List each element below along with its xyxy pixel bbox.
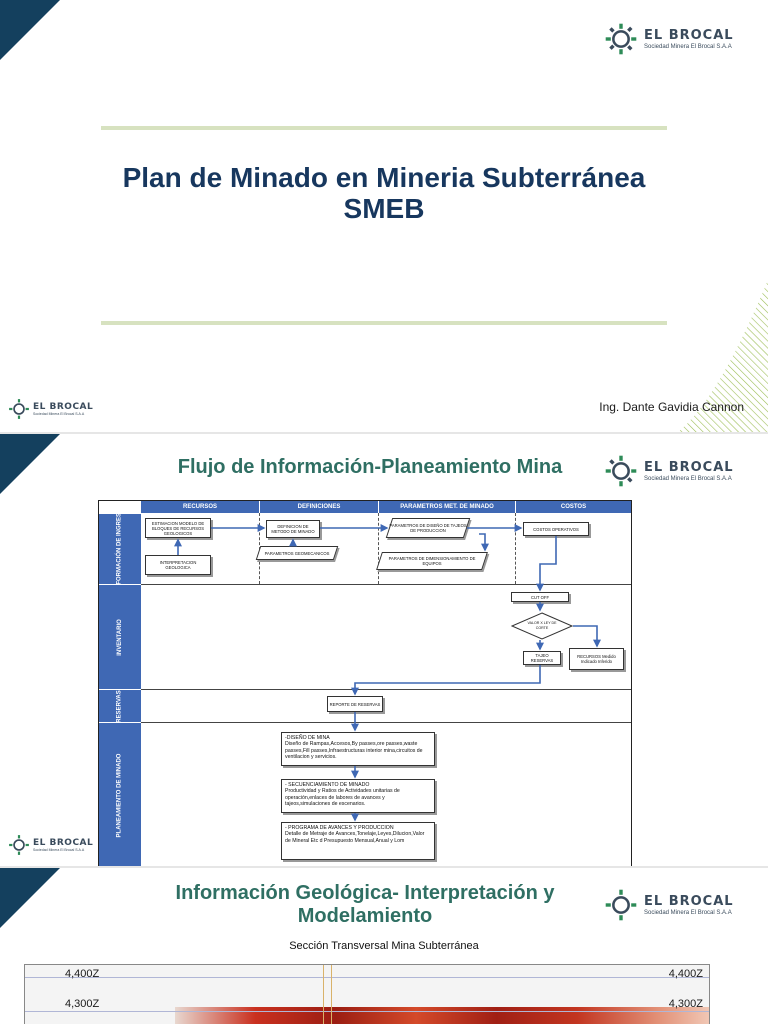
slide-geology: Información Geológica- Interpretación y … xyxy=(0,866,768,1024)
column-header-recursos: RECURSOS xyxy=(141,501,259,513)
title-line-1: Plan de Minado en Mineria Subterránea xyxy=(122,162,646,193)
gear-logo-icon xyxy=(605,455,637,487)
node-recursos: RECURSOS Medido Indicado Inferido xyxy=(569,648,624,670)
column-header-definiciones: DEFINICIONES xyxy=(260,501,378,513)
node-costos: COSTOS OPERATIVOS xyxy=(523,522,589,536)
level-label-right: 4,300Z xyxy=(668,998,703,1010)
logo-subtitle: Sociedad Minera El Brocal S.A.A xyxy=(644,910,732,916)
node-programa: - PROGRAMA DE AVANCES Y PRODUCCION Detal… xyxy=(281,822,435,860)
flowchart: RECURSOS DEFINICIONES PARAMETROS MET. DE… xyxy=(98,500,632,866)
slide-title: EL BROCAL Sociedad Minera El Brocal S.A.… xyxy=(0,0,768,432)
lane-inventario: INVENTARIO xyxy=(99,585,141,689)
node-valor-diamond xyxy=(511,612,573,640)
title-line-2: SMEB xyxy=(343,193,425,224)
author-name: Ing. Dante Gavidia Cannon xyxy=(599,400,744,414)
grid-line xyxy=(323,965,324,1024)
node-diseno-mina: -DISEÑO DE MINA Diseño de Rampas,Accesos… xyxy=(281,732,435,766)
node-valor: VALOR X LEY DE CORTE xyxy=(527,621,557,630)
column-header-costos: COSTOS xyxy=(516,501,631,513)
level-line xyxy=(25,977,709,978)
corner-decoration xyxy=(0,868,60,928)
node-reporte: REPORTE DE RESERVAS xyxy=(327,696,383,712)
footer-logo: EL BROCAL Sociedad Minera El Brocal S.A.… xyxy=(8,398,93,420)
gear-logo-icon xyxy=(9,835,29,855)
logo-name: EL BROCAL xyxy=(33,838,94,848)
logo-name: EL BROCAL xyxy=(644,460,734,475)
page-title: Plan de Minado en Mineria Subterránea SM… xyxy=(0,162,768,224)
logo-name: EL BROCAL xyxy=(33,402,94,412)
ore-body xyxy=(175,1007,709,1024)
node-secuenciamiento: - SECUENCIAMIENTO DE MINADO Productivida… xyxy=(281,779,435,813)
section-subtitle: Sección Transversal Mina Subterránea xyxy=(289,940,479,952)
column-header-parametros: PARAMETROS MET. DE MINADO xyxy=(379,501,515,513)
footer-logo: EL BROCAL Sociedad Minera El Brocal S.A.… xyxy=(8,834,93,856)
logo-subtitle: Sociedad Minera El Brocal S.A.A xyxy=(33,412,85,416)
slide-title: Información Geológica- Interpretación y … xyxy=(175,882,555,927)
column-divider xyxy=(378,513,379,584)
top-divider xyxy=(101,126,667,130)
node-geomecanicos: PARAMETROS GEOMECANICOS xyxy=(258,546,336,560)
column-divider xyxy=(515,513,516,584)
node-cutoff: CUT OFF xyxy=(511,592,569,602)
gear-logo-icon xyxy=(605,889,637,921)
corner-decoration xyxy=(0,0,60,60)
level-label-left: 4,300Z xyxy=(65,998,100,1010)
slide-title: Flujo de Información-Planeamiento Mina xyxy=(177,456,563,478)
lane-divider xyxy=(141,722,631,723)
node-definicion: DEFINICION DE METODO DE MINADO xyxy=(266,520,320,538)
lane-divider xyxy=(141,689,631,690)
bottom-divider xyxy=(101,321,667,325)
grid-line xyxy=(331,965,332,1024)
level-label-right: 4,400Z xyxy=(668,968,703,980)
node-diseno-tajeos: PARAMETROS DE DISEÑO DE TAJEOS DE PRODUC… xyxy=(389,518,467,538)
lane-reservas: RESERVAS xyxy=(99,690,141,722)
slide-flowchart: Flujo de Información-Planeamiento Mina E… xyxy=(0,432,768,866)
el-brocal-logo: EL BROCAL Sociedad Minera El Brocal S.A.… xyxy=(604,888,734,922)
lane-planeamiento: PLANEAMIENTO DE MINADO xyxy=(99,723,141,866)
corner-decoration xyxy=(0,434,60,494)
logo-name: EL BROCAL xyxy=(644,894,734,909)
hatch-decoration xyxy=(678,280,768,432)
gear-logo-icon xyxy=(605,23,637,55)
lane-divider xyxy=(141,584,631,585)
logo-subtitle: Sociedad Minera El Brocal S.A.A xyxy=(33,848,85,852)
logo-subtitle: Sociedad Minera El Brocal S.A.A xyxy=(644,44,732,50)
node-interpretacion: INTERPRETACION GEOLOGICA xyxy=(145,555,211,575)
node-dimensionamiento: PARAMETROS DE DIMENSIONAMIENTO DE EQUIPO… xyxy=(379,552,485,570)
node-tajeo: TAJEO RESERVAS xyxy=(523,651,561,665)
logo-subtitle: Sociedad Minera El Brocal S.A.A xyxy=(644,476,732,482)
lane-informacion: INFORMACIÓN DE INGRESO xyxy=(99,508,141,590)
gear-logo-icon xyxy=(9,399,29,419)
geology-section-image: 4,400Z 4,400Z 4,300Z 4,300Z xyxy=(24,964,710,1024)
node-estimacion: ESTIMACION MODELO DE BLOQUES DE RECURSOS… xyxy=(145,518,211,538)
el-brocal-logo: EL BROCAL Sociedad Minera El Brocal S.A.… xyxy=(604,22,734,56)
el-brocal-logo: EL BROCAL Sociedad Minera El Brocal S.A.… xyxy=(604,454,734,488)
level-line xyxy=(25,1011,709,1012)
level-label-left: 4,400Z xyxy=(65,968,100,980)
logo-name: EL BROCAL xyxy=(644,28,734,43)
